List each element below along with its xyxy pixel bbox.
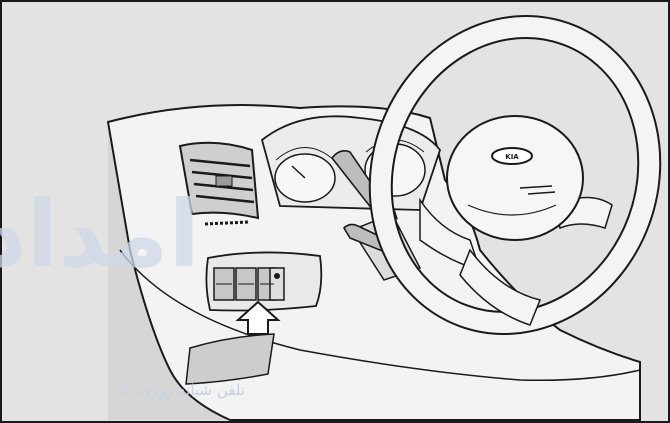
airbag-cover [447, 116, 583, 240]
switch-panel [206, 252, 321, 310]
watermark-main: امداد خو [0, 150, 200, 320]
kia-badge-text: KIA [505, 153, 519, 161]
watermark-phone: تلفن شبانه روزی: ۵ [122, 381, 282, 399]
